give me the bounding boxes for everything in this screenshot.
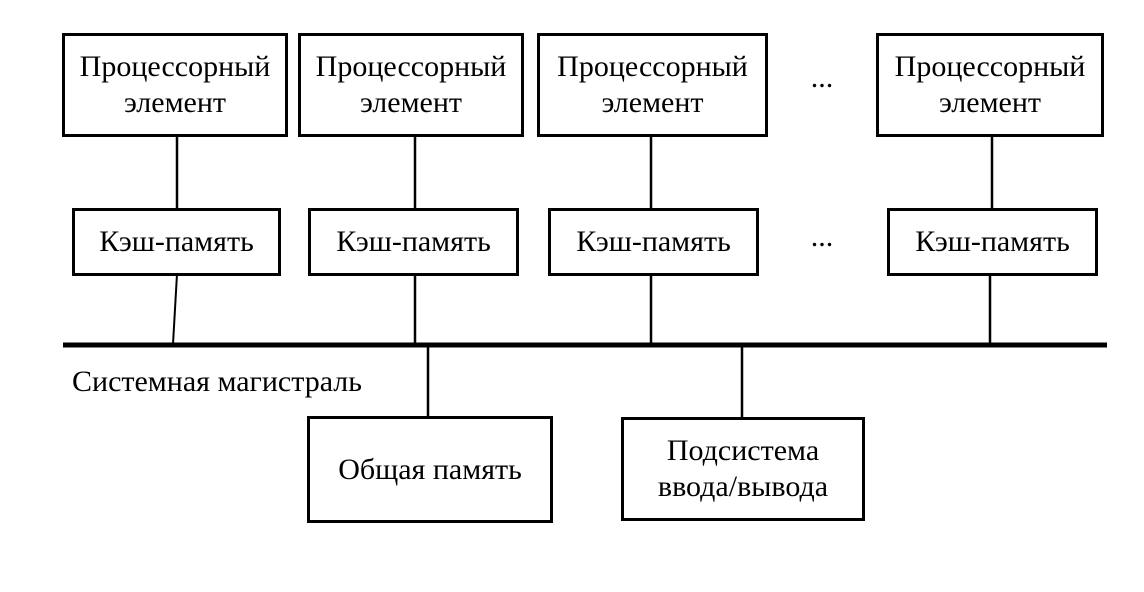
io-subsystem-box: Подсистема ввода/вывода [621, 417, 865, 521]
cache-memory-box-4: Кэш-память [887, 208, 1098, 276]
cache-memory-label-2: Кэш-память [336, 225, 491, 258]
io-subsystem-label: Подсистема ввода/вывода [657, 434, 829, 503]
processor-element-box-2: Процессорный элемент [298, 33, 524, 137]
cache-memory-box-2: Кэш-память [308, 208, 519, 276]
connector-cache1-bus [172, 273, 178, 345]
processor-element-label-1: Процессорный элемент [79, 50, 271, 119]
processor-element-label-4: Процессорный элемент [894, 50, 1086, 119]
cache-memory-label-3: Кэш-память [576, 225, 731, 258]
ellipsis-caches: ... [810, 220, 834, 253]
cache-memory-box-3: Кэш-память [548, 208, 759, 276]
processor-element-box-1: Процессорный элемент [62, 33, 288, 137]
cache-memory-label-1: Кэш-память [99, 225, 254, 258]
cache-memory-label-4: Кэш-память [915, 225, 1070, 258]
processor-element-box-3: Процессорный элемент [537, 33, 768, 137]
processor-element-label-3: Процессорный элемент [557, 50, 748, 119]
cache-memory-box-1: Кэш-память [72, 208, 281, 276]
shared-memory-box: Общая память [307, 416, 553, 523]
processor-element-box-4: Процессорный элемент [876, 33, 1104, 137]
processor-element-label-2: Процессорный элемент [315, 50, 507, 119]
ellipsis-processors: ... [810, 61, 834, 94]
system-bus-label: Системная магистраль [72, 365, 362, 398]
shared-memory-label: Общая память [338, 452, 522, 486]
